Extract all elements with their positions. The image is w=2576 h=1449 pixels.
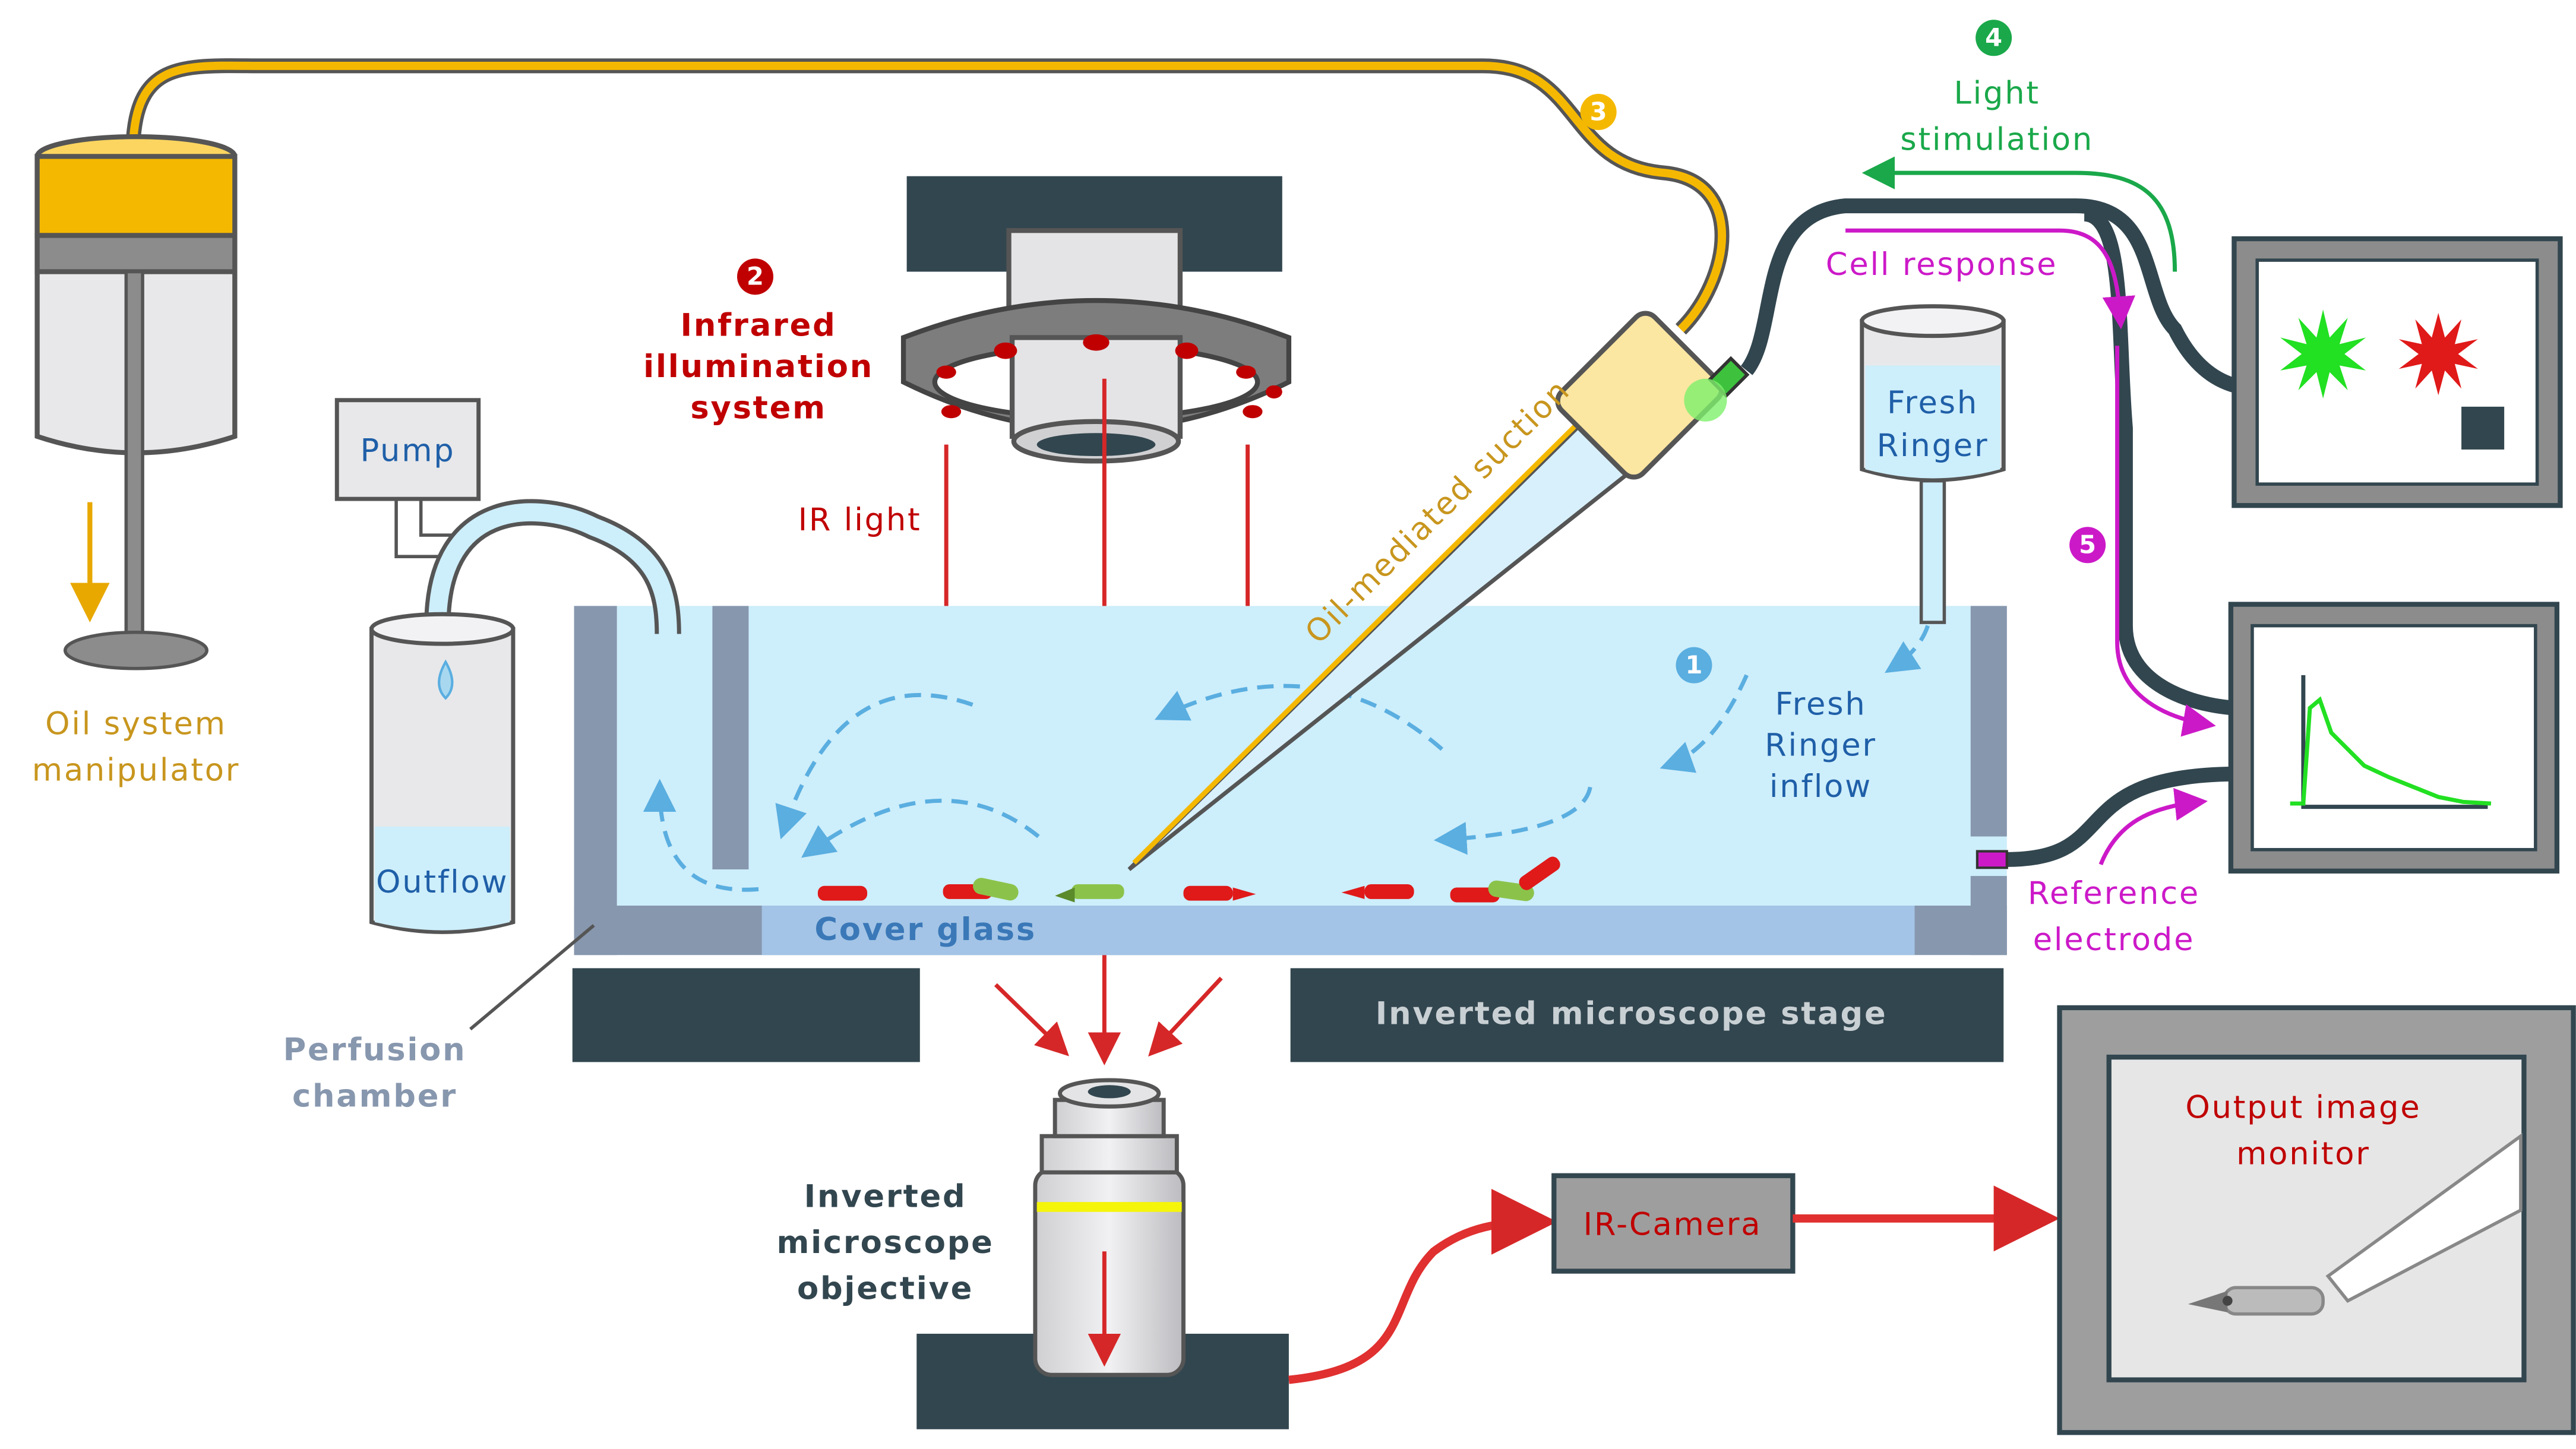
svg-text:5: 5 [2079,530,2096,559]
inflow-label: inflow [1769,768,1872,805]
recording-display [2228,602,2560,874]
stimulation-display [2232,236,2563,508]
output-image-monitor [2057,1005,2576,1435]
light-stimulation-label: stimulation [1900,121,2094,157]
reference-electrode-label: Reference [2028,875,2200,912]
infrared-illumination-system [900,176,1292,464]
svg-text:3: 3 [1590,97,1607,126]
inflow-label: Ringer [1765,727,1877,764]
green-light-stimulus-icon [2280,309,2366,398]
cell-response-arrow [1845,228,2136,330]
reference-electrode-tip [1976,850,2008,869]
cells [817,856,1560,903]
fresh-ringer-beaker-label: Fresh [1887,385,1978,421]
camera-signal-arrow [1288,1188,1557,1384]
objective-label: microscope [776,1225,994,1261]
microscope-objective [916,1078,1289,1429]
badge-5: 5 [2069,527,2106,564]
badge-2: 2 [737,258,774,295]
ir-camera-label: IR-Camera [1583,1207,1762,1243]
badge-4: 4 [1976,20,2012,56]
oil-tube [125,58,1730,335]
red-light-stimulus-icon [2398,312,2478,396]
stage-left [572,968,920,1062]
output-monitor-label: Output image [2185,1090,2421,1126]
badge-1: 1 [1676,647,1712,684]
ir-camera [1551,1173,1796,1274]
infrared-label: system [690,390,826,426]
perfusion-pointer [469,924,595,1031]
microscope-stage [1290,968,2004,1062]
cables [1740,198,2243,867]
svg-text:4: 4 [1985,23,2002,52]
infrared-label: Infrared [681,308,837,344]
perfusion-chamber-label: Perfusion [283,1032,467,1068]
cover-glass-label: Cover glass [814,912,1036,948]
outflow-label: Outflow [376,864,508,900]
cell-response-label: Cell response [1826,246,2057,283]
inflow-label: Fresh [1775,686,1866,722]
stage-label: Inverted microscope stage [1376,996,1888,1032]
svg-text:1: 1 [1686,650,1703,679]
fresh-ringer-beaker [1860,304,2006,624]
svg-text:2: 2 [747,262,764,291]
oil-system-label: manipulator [32,752,240,788]
infrared-label: illumination [643,349,874,385]
fresh-ringer-beaker-label: Ringer [1877,428,1989,464]
patch-pipette [1127,311,1750,871]
pump-label: Pump [360,432,455,469]
objective-label: Inverted [804,1178,967,1214]
reference-electrode-label: electrode [2033,922,2195,958]
light-stimulation-label: Light [1954,75,2040,112]
ir-light-label: IR light [798,502,922,538]
oil-system-manipulator [34,134,238,670]
output-monitor-label: monitor [2236,1135,2370,1172]
badge-3: 3 [1580,94,1617,131]
outflow-container [369,612,516,934]
response-to-amplifier-arrow [2115,346,2216,737]
pump [334,398,681,634]
perfusion-chamber-label: chamber [292,1078,457,1114]
oil-system-label: Oil system [45,706,227,742]
perfusion-chamber [574,606,2007,956]
objective-label: objective [797,1271,973,1307]
reference-arrow [2098,787,2208,865]
light-stimulation-arrow [1861,156,2177,272]
